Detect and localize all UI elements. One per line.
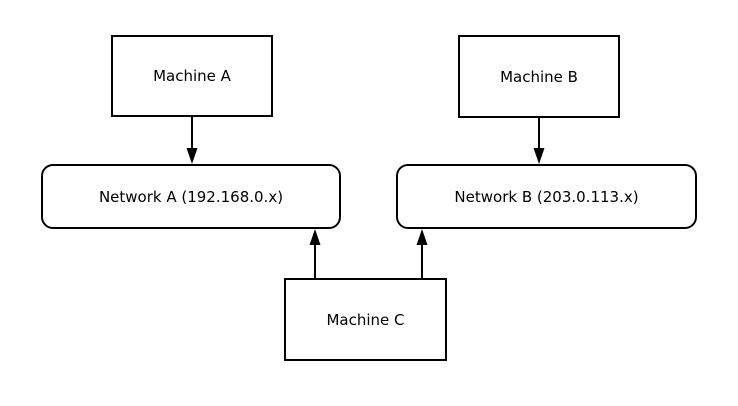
node-machine-c: Machine C — [284, 278, 447, 361]
arrow-machine-a-to-network-a — [186, 117, 198, 164]
arrow-machine-c-to-network-a — [309, 229, 321, 278]
node-network-a-label: Network A (192.168.0.x) — [98, 187, 284, 206]
node-machine-b: Machine B — [458, 35, 620, 118]
node-network-b: Network B (203.0.113.x) — [396, 164, 697, 229]
node-network-b-label: Network B (203.0.113.x) — [454, 187, 639, 206]
node-machine-a: Machine A — [111, 35, 273, 117]
node-machine-c-label: Machine C — [326, 310, 405, 329]
arrow-machine-c-to-network-b — [416, 229, 428, 278]
node-network-a: Network A (192.168.0.x) — [41, 164, 341, 229]
node-machine-a-label: Machine A — [153, 67, 231, 85]
node-machine-b-label: Machine B — [500, 67, 578, 86]
arrow-machine-b-to-network-b — [533, 118, 545, 164]
